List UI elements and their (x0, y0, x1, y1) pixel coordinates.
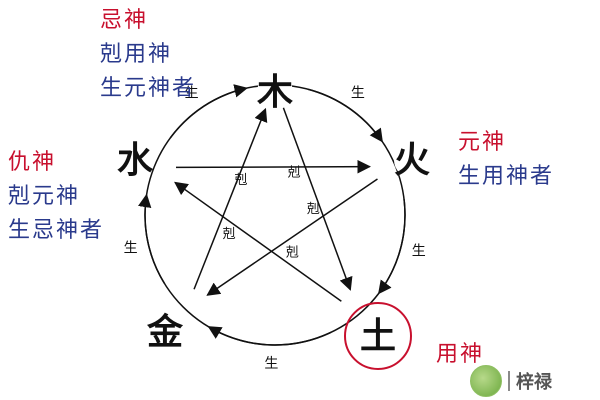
generation-arrow (308, 88, 383, 143)
annotation-line: 生忌神者 (8, 218, 105, 243)
annotation-line: 剋元神 (8, 184, 81, 209)
element-backdrop (360, 318, 396, 354)
watermark-text: 梓禄 (516, 372, 552, 393)
element-backdrop (257, 74, 293, 110)
generation-label: 生 (412, 243, 426, 259)
generation-arrow (138, 193, 166, 285)
control-label: 剋 (223, 227, 236, 242)
control-arrow (206, 178, 378, 296)
watermark-separator (508, 371, 510, 391)
generation-label: 生 (351, 85, 365, 101)
control-arrow (193, 107, 268, 290)
element-backdrop (147, 314, 183, 350)
generation-label: 生 (124, 240, 138, 256)
generation-arrow (207, 326, 332, 346)
watermark: 梓禄 (470, 365, 552, 397)
element-earth: 土 (360, 316, 396, 357)
annotation-line: 生元神者 (100, 76, 197, 101)
generation-arrow (378, 199, 406, 295)
annotation-line: 元神 (458, 130, 507, 155)
annotation-top-left: 忌神剋用神生元神者 (100, 4, 196, 106)
control-arrow (281, 105, 353, 291)
annotation-line: 剋用神 (100, 42, 173, 67)
leaf-logo-icon (470, 365, 502, 397)
generation-cycle-arrows (138, 84, 406, 346)
annotation-bottom-right: 用神 (436, 338, 484, 372)
highlight-ring (344, 302, 412, 370)
generation-arrow (169, 84, 248, 139)
control-arrow (174, 181, 342, 302)
annotation-line: 仇神 (8, 150, 57, 175)
control-arrow (175, 159, 371, 174)
element-backdrop (394, 142, 430, 178)
control-label: 剋 (235, 173, 248, 188)
control-label: 剋 (288, 166, 301, 181)
generation-label: 生 (185, 86, 199, 102)
element-water: 水 (117, 140, 154, 181)
annotation-left: 仇神剋元神生忌神者 (8, 146, 104, 248)
control-cycle-lines (174, 105, 378, 302)
generation-label: 生 (264, 356, 278, 372)
annotation-line: 生用神者 (458, 164, 555, 189)
control-label: 剋 (307, 202, 320, 217)
control-label: 剋 (286, 245, 299, 260)
annotation-line: 忌神 (100, 8, 149, 33)
element-fire: 火 (394, 140, 430, 181)
element-backdrop (117, 142, 153, 178)
element-metal: 金 (146, 311, 184, 353)
annotation-line: 用神 (436, 342, 485, 367)
annotation-right: 元神生用神者 (458, 126, 554, 194)
element-wood: 木 (257, 72, 293, 113)
